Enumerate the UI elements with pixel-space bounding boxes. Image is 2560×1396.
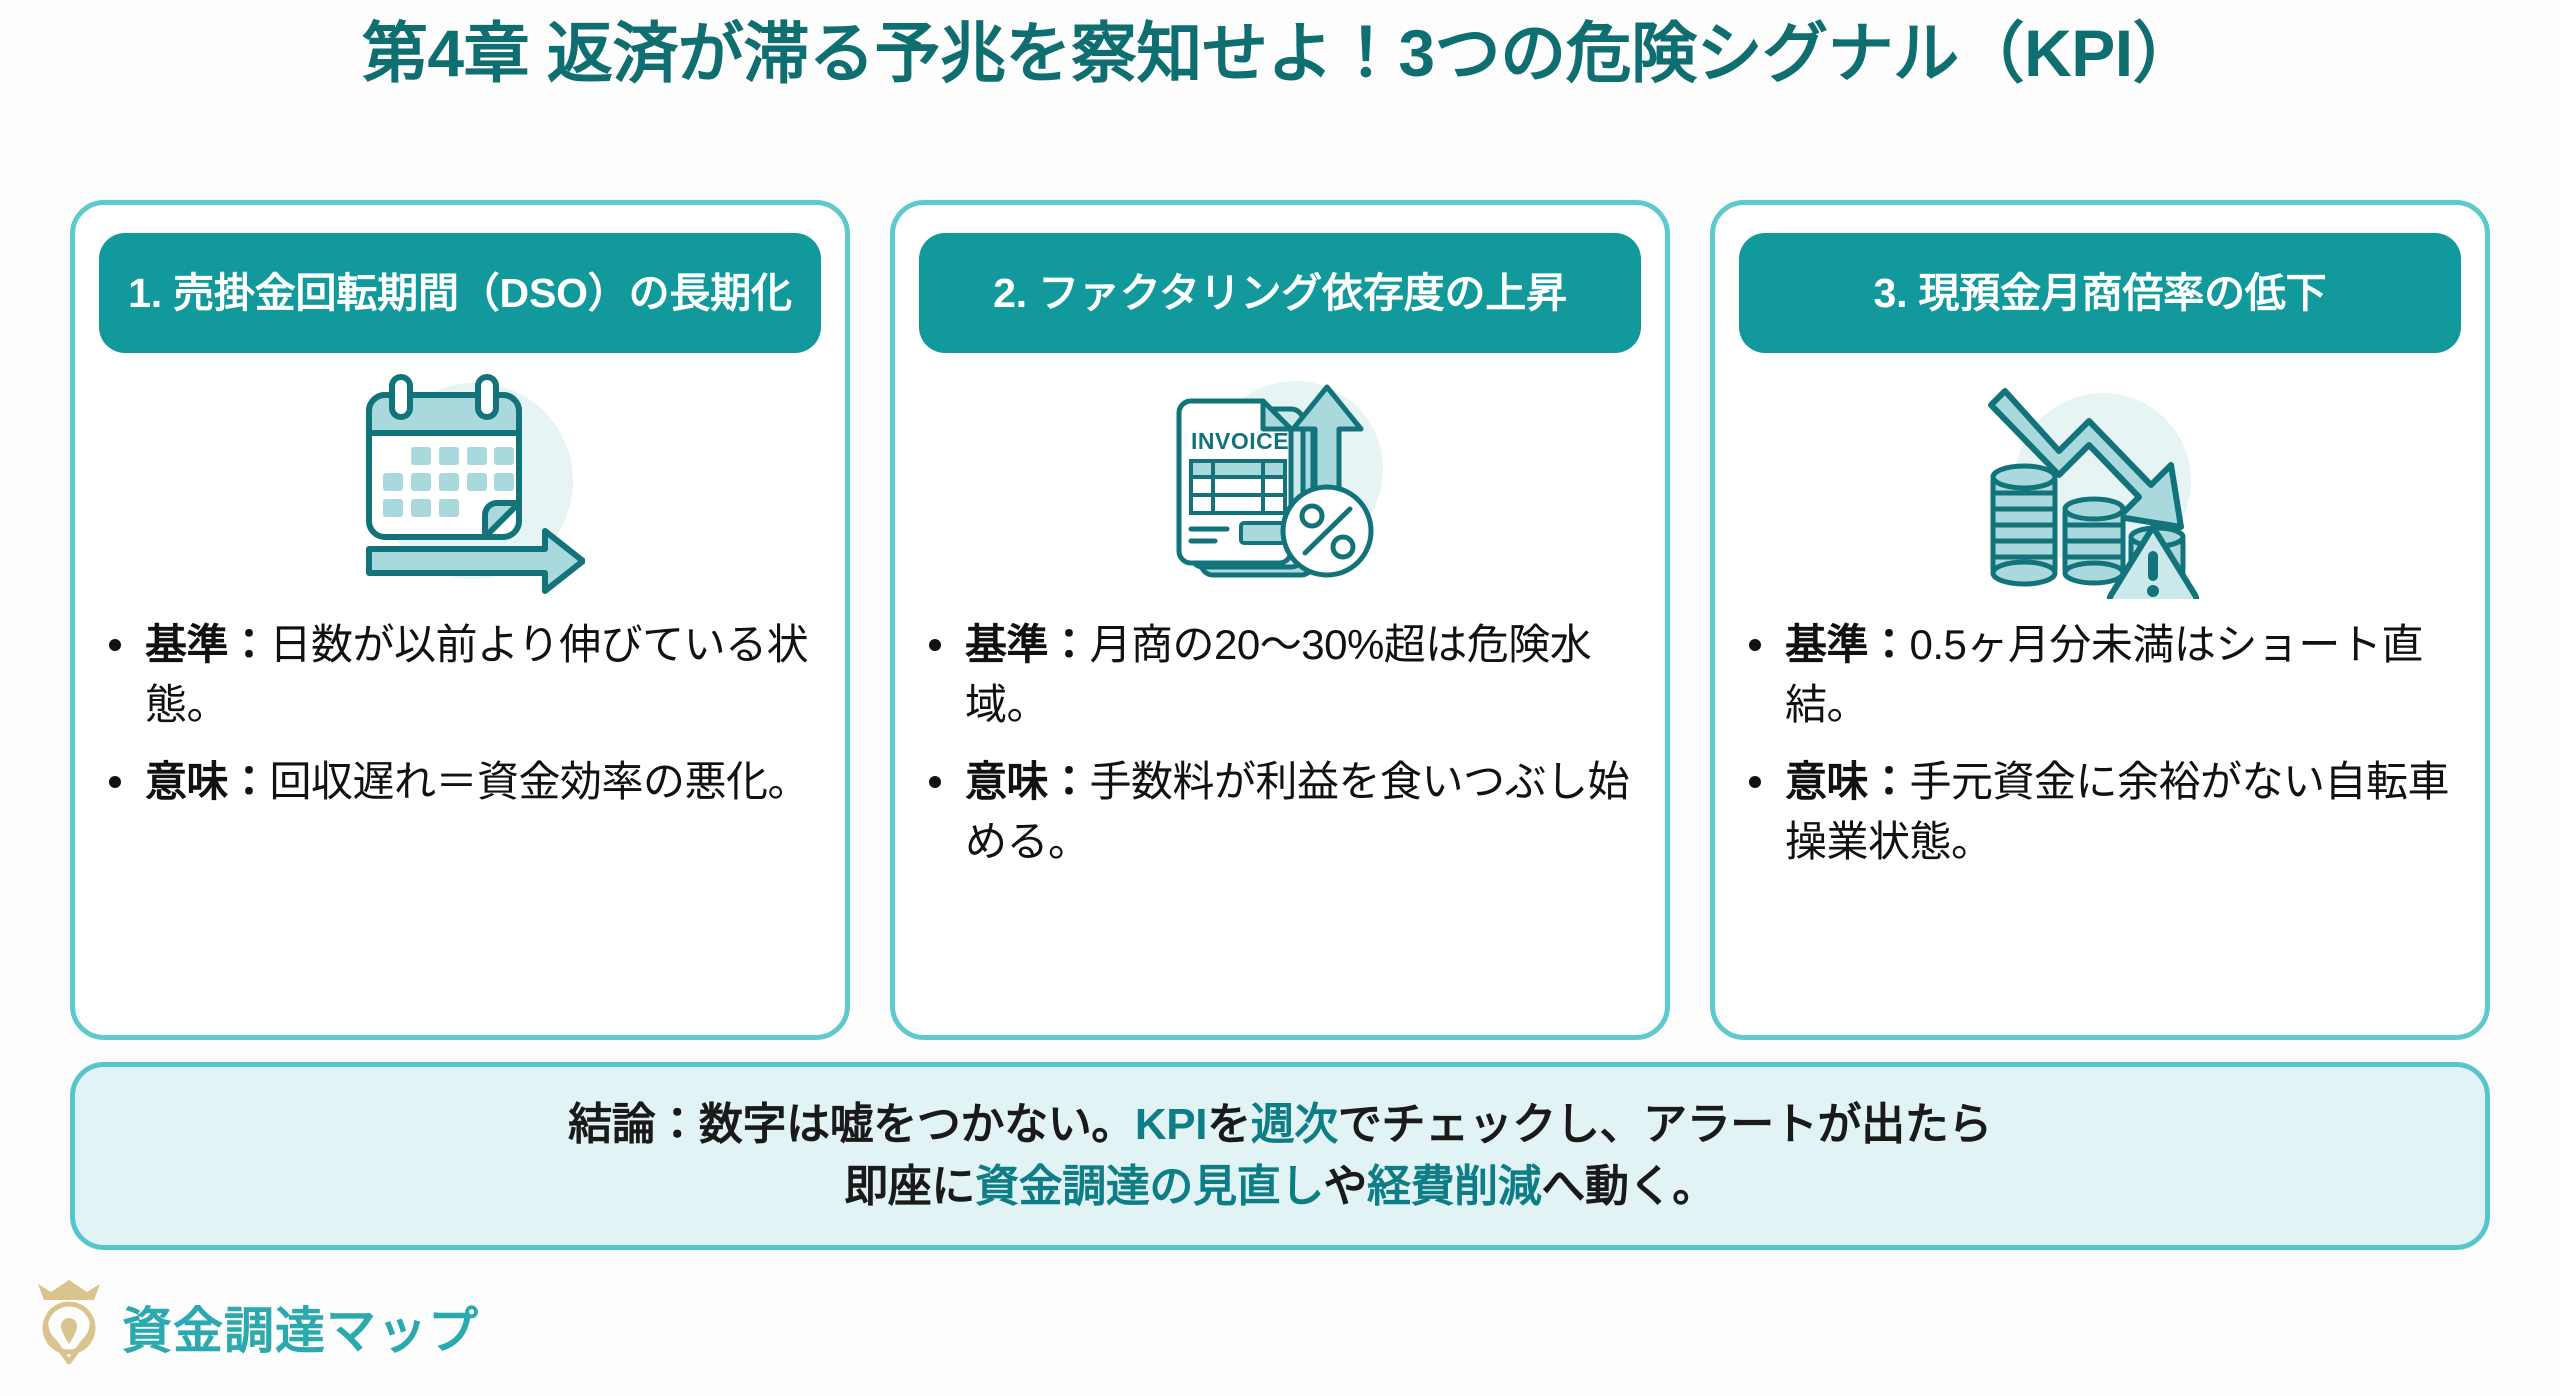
conclusion-banner: 結論：数字は嘘をつかない。KPIを週次でチェックし、アラートが出たら 即座に資金… xyxy=(70,1062,2490,1250)
list-item: 意味：手数料が利益を食いつぶし始める。 xyxy=(919,752,1641,871)
conclusion-seg-highlight: 経費削減 xyxy=(1366,1162,1542,1211)
bullet-label: 基準： xyxy=(1785,621,1910,668)
kpi-card-2: 2. ファクタリング依存度の上昇 INVOICE xyxy=(890,200,1670,1040)
list-item: 意味：回収遅れ＝資金効率の悪化。 xyxy=(99,752,821,812)
kpi-card-2-header: 2. ファクタリング依存度の上昇 xyxy=(919,233,1641,353)
calendar-arrow-icon xyxy=(99,359,821,609)
svg-text:INVOICE: INVOICE xyxy=(1191,428,1289,454)
bullet-text: 日数が以前より伸びている状態。 xyxy=(145,621,809,728)
kpi-card-1: 1. 売掛金回転期間（DSO）の長期化 xyxy=(70,200,850,1040)
bullet-label: 基準： xyxy=(145,621,270,668)
bullet-label: 意味： xyxy=(965,758,1090,806)
bullet-text: 手元資金に余裕がない自転車操業状態。 xyxy=(1785,758,2450,865)
conclusion-line-1: 結論：数字は嘘をつかない。KPIを週次でチェックし、アラートが出たら xyxy=(568,1094,1992,1156)
kpi-card-3-header: 3. 現預金月商倍率の低下 xyxy=(1739,233,2461,353)
conclusion-seg: 結論：数字は嘘をつかない。 xyxy=(568,1099,1135,1149)
list-item: 基準：0.5ヶ月分未満はショート直結。 xyxy=(1739,615,2461,734)
coins-down-warning-icon xyxy=(1739,359,2461,609)
page-title: 第4章 返済が滞る予兆を察知せよ！3つの危険シグナル（KPI） xyxy=(361,16,2199,90)
kpi-card-3: 3. 現預金月商倍率の低下 xyxy=(1710,200,2490,1040)
kpi-card-1-header: 1. 売掛金回転期間（DSO）の長期化 xyxy=(99,233,821,353)
bullet-label: 意味： xyxy=(145,758,270,806)
conclusion-seg-highlight: 資金調達の見直し xyxy=(975,1162,1324,1211)
list-item: 基準：月商の20〜30%超は危険水域。 xyxy=(919,615,1641,734)
bullet-label: 基準： xyxy=(965,621,1090,668)
conclusion-line-2: 即座に資金調達の見直しや経費削減へ動く。 xyxy=(844,1156,1716,1218)
crown-pin-logo-icon xyxy=(30,1278,108,1375)
list-item: 基準：日数が以前より伸びている状態。 xyxy=(99,615,821,734)
conclusion-seg: へ動く。 xyxy=(1541,1162,1716,1211)
logo-text: 資金調達マップ xyxy=(122,1302,479,1359)
kpi-cards-row: 1. 売掛金回転期間（DSO）の長期化 xyxy=(70,200,2490,1040)
kpi-card-2-bullets: 基準：月商の20〜30%超は危険水域。 意味：手数料が利益を食いつぶし始める。 xyxy=(919,615,1641,872)
list-item: 意味：手元資金に余裕がない自転車操業状態。 xyxy=(1739,752,2461,871)
footer-logo: 資金調達マップ xyxy=(30,1278,479,1375)
bullet-text: 手数料が利益を食いつぶし始める。 xyxy=(965,758,1630,865)
kpi-card-1-bullets: 基準：日数が以前より伸びている状態。 意味：回収遅れ＝資金効率の悪化。 xyxy=(99,615,821,812)
bullet-text: 月商の20〜30%超は危険水域。 xyxy=(965,621,1592,728)
conclusion-seg: でチェックし、アラートが出たら xyxy=(1337,1099,1992,1149)
bullet-text: 回収遅れ＝資金効率の悪化。 xyxy=(269,758,810,806)
conclusion-seg: 即座に xyxy=(844,1162,976,1211)
kpi-card-3-bullets: 基準：0.5ヶ月分未満はショート直結。 意味：手元資金に余裕がない自転車操業状態… xyxy=(1739,615,2461,872)
invoice-percent-up-icon: INVOICE xyxy=(919,359,1641,609)
conclusion-seg: を xyxy=(1207,1099,1251,1149)
conclusion-seg-highlight: 週次 xyxy=(1250,1099,1339,1149)
bullet-label: 意味： xyxy=(1785,758,1910,806)
conclusion-seg-highlight: KPI xyxy=(1134,1099,1208,1149)
conclusion-seg: や xyxy=(1323,1162,1367,1211)
bullet-text: 0.5ヶ月分未満はショート直結。 xyxy=(1785,621,2423,728)
